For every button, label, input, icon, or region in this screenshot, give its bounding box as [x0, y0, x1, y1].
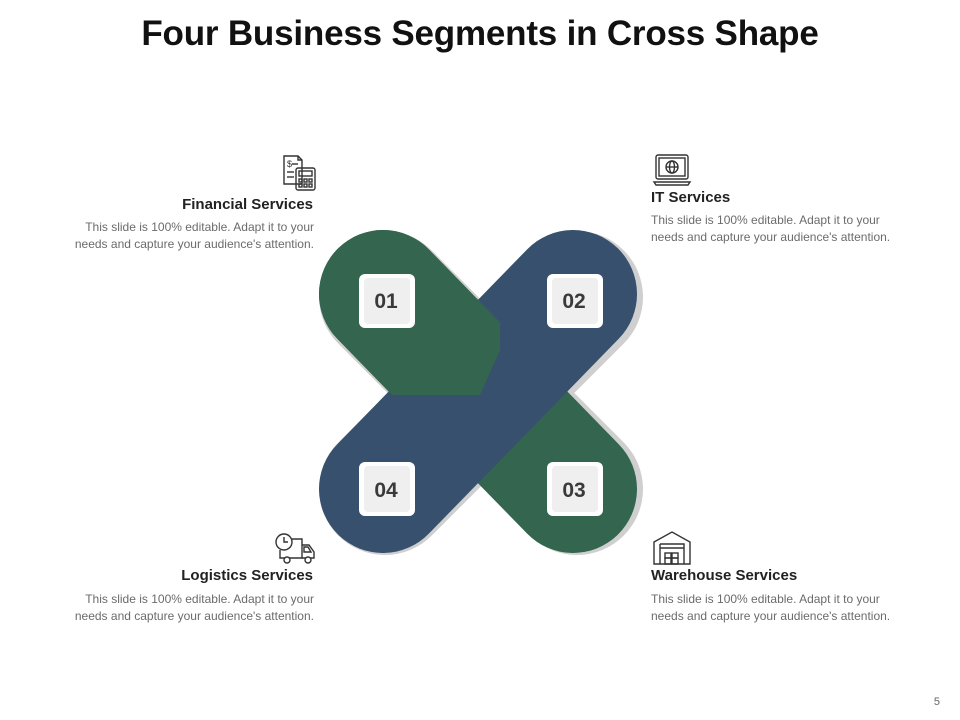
- segment-desc-it: This slide is 100% editable. Adapt it to…: [651, 212, 951, 246]
- number-box-01: 01: [359, 274, 415, 328]
- truck-clock-icon: [275, 533, 315, 564]
- number-label: 04: [374, 479, 398, 502]
- desc-line: needs and capture your audience's attent…: [74, 609, 314, 623]
- desc-line: This slide is 100% editable. Adapt it to…: [85, 220, 314, 234]
- desc-line: This slide is 100% editable. Adapt it to…: [651, 213, 880, 227]
- segment-title-it: IT Services: [651, 189, 731, 206]
- number-label: 03: [562, 479, 585, 502]
- page-title: Four Business Segments in Cross Shape: [141, 14, 819, 53]
- desc-line: needs and capture your audience's attent…: [74, 237, 314, 251]
- svg-text:$: $: [287, 159, 292, 169]
- number-box-02: 02: [547, 274, 603, 328]
- desc-line: This slide is 100% editable. Adapt it to…: [85, 592, 314, 606]
- segment-title-financial: Financial Services: [182, 196, 313, 213]
- calculator-document-icon: $: [283, 155, 316, 191]
- segment-desc-logistics: This slide is 100% editable. Adapt it to…: [20, 591, 314, 625]
- segment-desc-financial: This slide is 100% editable. Adapt it to…: [20, 219, 314, 253]
- page-number: 5: [933, 696, 940, 708]
- warehouse-icon: [653, 531, 691, 565]
- desc-line: This slide is 100% editable. Adapt it to…: [651, 592, 880, 606]
- laptop-globe-icon: [652, 154, 692, 186]
- number-box-03: 03: [547, 462, 603, 516]
- desc-line: needs and capture your audience's attent…: [651, 230, 891, 244]
- number-label: 01: [374, 290, 398, 313]
- segment-desc-warehouse: This slide is 100% editable. Adapt it to…: [651, 591, 951, 625]
- segment-title-warehouse: Warehouse Services: [651, 567, 798, 584]
- number-label: 02: [562, 290, 585, 313]
- desc-line: needs and capture your audience's attent…: [651, 609, 891, 623]
- segment-title-logistics: Logistics Services: [181, 567, 313, 584]
- number-box-04: 04: [359, 462, 415, 516]
